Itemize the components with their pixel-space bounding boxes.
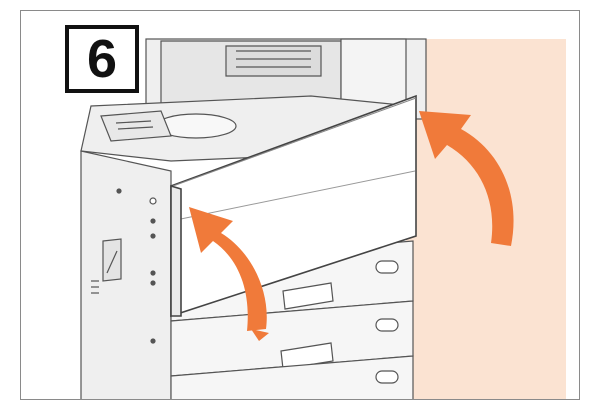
step-number-label: 6 xyxy=(87,32,117,86)
peach-background-panel xyxy=(406,39,566,400)
step-number-badge: 6 xyxy=(65,25,139,93)
machine-body xyxy=(81,151,171,400)
instruction-frame: 6 xyxy=(20,10,580,400)
